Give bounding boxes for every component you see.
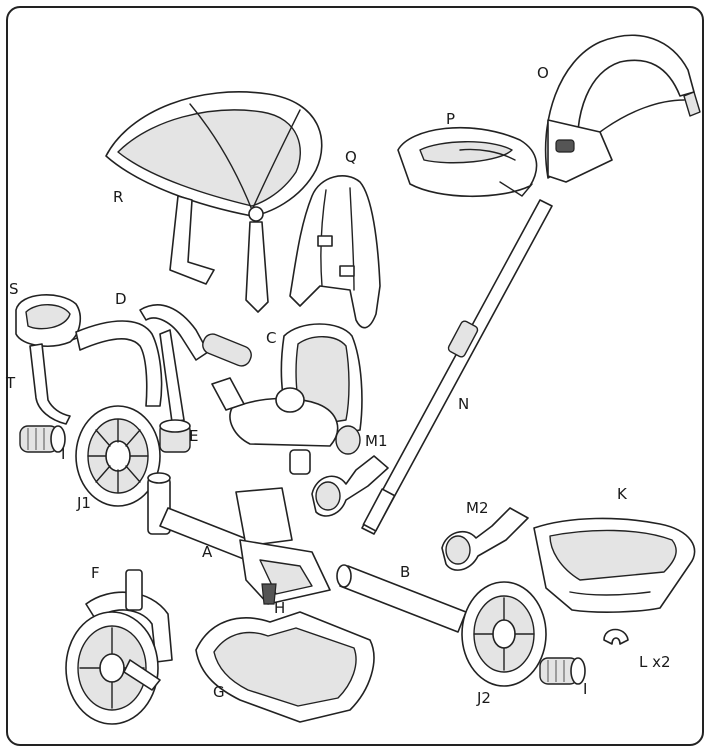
label-c: C: [266, 329, 277, 347]
part-c-seat: [211, 323, 363, 475]
part-l-clips: [603, 628, 629, 645]
part-h-bolt: [261, 583, 277, 605]
part-k-basket: [533, 517, 696, 613]
label-d: D: [115, 290, 127, 308]
part-q-harness: [289, 175, 381, 329]
label-p: P: [446, 110, 456, 128]
label-h: H: [274, 599, 286, 617]
label-b: B: [400, 563, 411, 581]
part-g-footboard: [195, 611, 375, 723]
label-i-right: I: [583, 680, 588, 698]
part-a-main-frame: [147, 472, 331, 605]
label-j1: J1: [77, 494, 91, 512]
label-k: K: [617, 485, 627, 503]
label-s: S: [9, 280, 19, 298]
label-f: F: [91, 564, 100, 582]
part-b-rear-axle: [336, 564, 467, 633]
label-m1: M1: [365, 432, 388, 450]
part-p-bracket: [397, 126, 538, 198]
label-g: G: [213, 683, 225, 701]
part-m2-footrest: [441, 507, 529, 571]
label-m2: M2: [466, 499, 489, 517]
part-t-bracket: [29, 343, 71, 425]
label-o: O: [537, 64, 549, 82]
label-j2: J2: [477, 689, 491, 707]
part-i-axle-left: [19, 425, 66, 453]
label-l: L x2: [639, 653, 671, 671]
part-m1-footrest: [311, 455, 389, 517]
part-j2-wheel-right: [461, 581, 547, 687]
part-o-push-handle: [544, 34, 701, 183]
part-i-axle-right: [539, 657, 586, 685]
part-j1-wheel-left: [75, 405, 161, 507]
label-i-left: I: [61, 445, 66, 463]
part-f-front-wheel: [65, 569, 173, 725]
label-r: R: [113, 188, 124, 206]
label-q: Q: [345, 148, 357, 166]
label-t: T: [6, 374, 16, 392]
label-e: E: [189, 427, 199, 445]
label-a: A: [202, 543, 213, 561]
part-n-push-rod: [361, 199, 553, 535]
part-e-collar: [159, 419, 191, 453]
label-n: N: [458, 395, 470, 413]
part-r-canopy: [105, 91, 323, 313]
